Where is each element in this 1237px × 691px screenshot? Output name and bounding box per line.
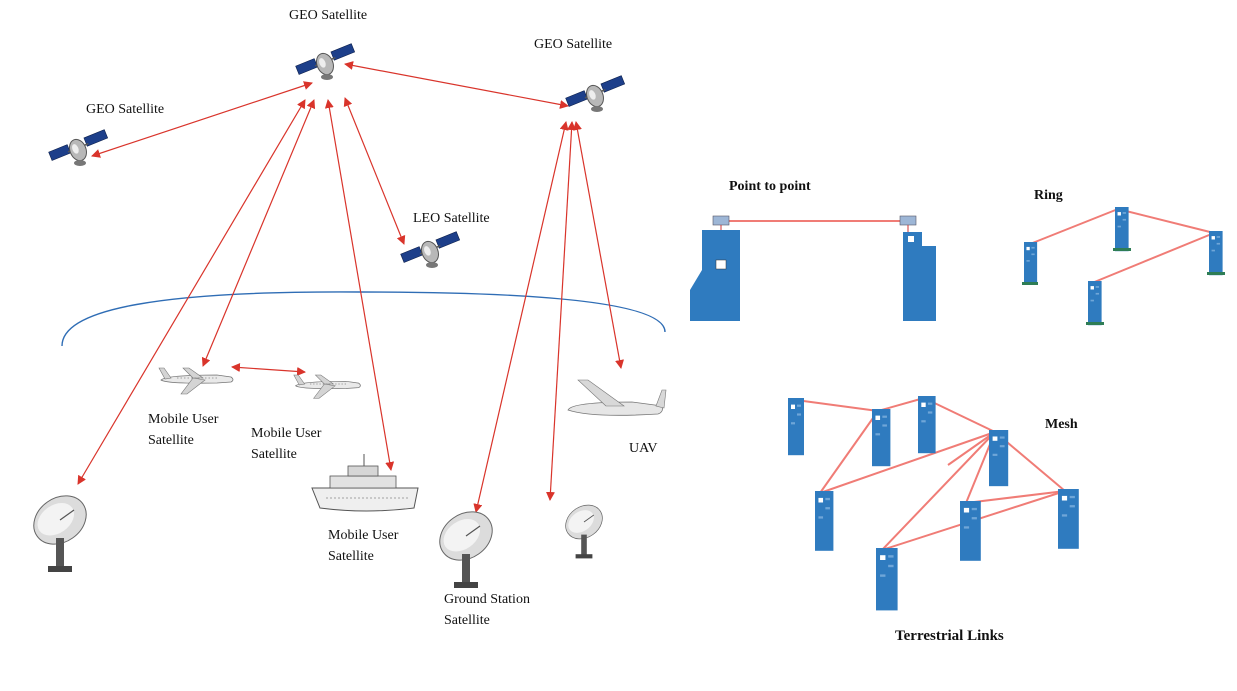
geo-satellite-top-label: GEO Satellite — [289, 8, 367, 23]
link-geo-right-uav — [573, 121, 624, 369]
ground-station-dish-icon — [429, 501, 503, 589]
ring-links — [1029, 208, 1215, 284]
building-icon — [1209, 231, 1223, 276]
earth-horizon-arc — [61, 291, 666, 347]
link-geo-right-small-dish — [545, 121, 577, 501]
airplane-icon — [293, 374, 361, 399]
link-geo-top-geo-right — [344, 61, 569, 109]
uav-label: UAV — [629, 441, 658, 456]
geo-satellite-left-label: GEO Satellite — [86, 102, 164, 117]
building-icon — [788, 398, 804, 456]
leo-satellite-icon — [399, 230, 461, 269]
building-icon — [960, 501, 981, 561]
geo-satellite-right-label: GEO Satellite — [534, 37, 612, 52]
ring-topology: Ring — [1022, 188, 1225, 326]
geo-satellite-top-icon — [294, 42, 356, 81]
ship-icon — [311, 454, 419, 512]
mobile-user-2-label: Mobile User Satellite — [251, 426, 325, 462]
point-to-point-label: Point to point — [729, 179, 811, 194]
satellite-network: GEO Satellite GEO Satellite GEO Satellit… — [23, 8, 667, 628]
building-icon — [918, 396, 936, 454]
satellite-dish-icon — [23, 485, 97, 573]
link-plane-1-plane-2 — [231, 363, 306, 376]
geo-satellite-left-icon — [47, 128, 109, 167]
building-icon — [1088, 281, 1102, 326]
mesh-topology: Mesh — [788, 396, 1079, 611]
ring-label: Ring — [1034, 188, 1063, 203]
link-geo-top-plane-1 — [201, 99, 316, 367]
satellite-links — [77, 61, 624, 513]
p2p-antenna-left — [712, 215, 730, 226]
airplane-icon — [158, 367, 234, 395]
small-dish-icon — [558, 497, 610, 559]
building-icon — [1024, 242, 1038, 285]
terrestrial-links-caption: Terrestrial Links — [895, 628, 1004, 644]
building-icon — [876, 548, 898, 611]
p2p-antenna-right — [899, 215, 917, 226]
mobile-user-1-label: Mobile User Satellite — [148, 412, 222, 448]
point-to-point-topology: Point to point — [690, 179, 936, 321]
terrestrial-links: Point to point Ring — [690, 179, 1225, 644]
leo-satellite-label: LEO Satellite — [413, 211, 490, 226]
ground-station-label: Ground Station Satellite — [444, 592, 533, 628]
building-icon — [872, 409, 891, 467]
building-icon — [903, 232, 936, 321]
geo-satellite-right-icon — [564, 74, 626, 113]
building-icon — [815, 491, 834, 551]
link-geo-top-ship — [324, 99, 395, 471]
mesh-label: Mesh — [1045, 417, 1078, 432]
building-icon — [989, 430, 1009, 487]
building-icon — [1058, 489, 1079, 549]
building-icon — [690, 230, 740, 321]
building-icon — [1115, 207, 1129, 252]
mobile-user-3-label: Mobile User Satellite — [328, 528, 402, 564]
link-geo-top-leo — [343, 97, 406, 245]
uav-icon — [567, 379, 667, 416]
